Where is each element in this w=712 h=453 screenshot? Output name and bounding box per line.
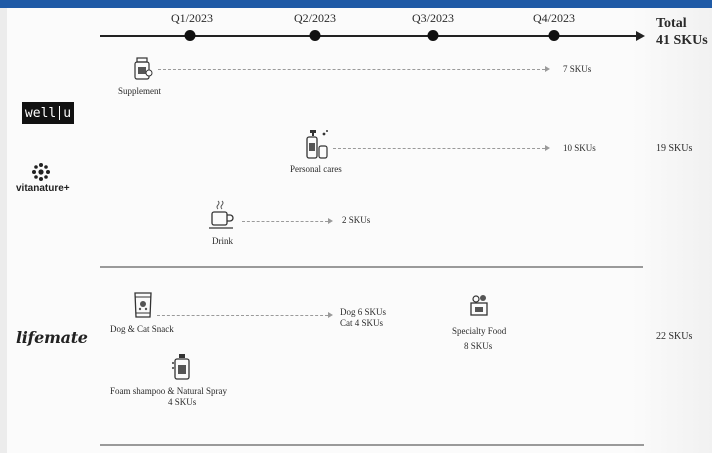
shampoo-bottle-icon bbox=[171, 354, 190, 380]
cat-sku-count: Cat 4 SKUs bbox=[340, 318, 384, 328]
timeline-dot-q4 bbox=[548, 30, 560, 41]
drink-label: Drink bbox=[212, 236, 233, 246]
quarter-label-q3: Q3/2023 bbox=[412, 11, 454, 25]
dog-cat-snack-arrowhead bbox=[328, 312, 333, 318]
timeline-dot-q2 bbox=[309, 30, 321, 41]
pump-bottle-icon bbox=[306, 130, 328, 159]
dog-cat-snack-sku-count: Dog 6 SKUs Cat 4 SKUs bbox=[340, 307, 386, 329]
timeline-dot-q3 bbox=[427, 30, 439, 41]
supplement-label: Supplement bbox=[118, 86, 161, 96]
snack-bag-icon bbox=[134, 292, 152, 318]
total-label: Total bbox=[656, 16, 687, 31]
timeline-axis bbox=[100, 35, 637, 37]
right-shade bbox=[632, 8, 712, 453]
dog-cat-snack-dashed-line bbox=[157, 315, 328, 316]
drink-dashed-line bbox=[242, 221, 328, 222]
personal-cares-sku-count: 10 SKUs bbox=[563, 143, 596, 153]
dog-sku-count: Dog 6 SKUs bbox=[340, 307, 387, 317]
supplement-bottle-icon bbox=[134, 57, 153, 80]
quarter-label-q2: Q2/2023 bbox=[294, 11, 336, 25]
top-accent-bar bbox=[0, 0, 712, 8]
group-total-lifemate: 22 SKUs bbox=[656, 331, 693, 342]
section-divider-1 bbox=[100, 266, 643, 268]
specialty-food-sku-count: 8 SKUs bbox=[464, 341, 493, 351]
left-edge-strip bbox=[0, 8, 7, 453]
personal-cares-dashed-line bbox=[333, 148, 545, 149]
food-box-icon bbox=[470, 295, 488, 316]
drink-arrowhead bbox=[328, 218, 333, 224]
dog-cat-snack-label: Dog & Cat Snack bbox=[110, 324, 174, 334]
drink-sku-count: 2 SKUs bbox=[342, 215, 371, 225]
wellu-logo-divider bbox=[59, 106, 61, 120]
quarter-label-q4: Q4/2023 bbox=[533, 11, 575, 25]
group-total-wellu-vitanature: 19 SKUs bbox=[656, 143, 693, 154]
total-value: 41 SKUs bbox=[656, 33, 708, 48]
wellu-logo-right: u bbox=[63, 105, 72, 121]
supplement-dashed-line bbox=[158, 69, 545, 70]
foam-shampoo-sku-count: 4 SKUs bbox=[168, 397, 197, 407]
total-heading: Total 41 SKUs bbox=[656, 15, 708, 49]
supplement-arrowhead bbox=[545, 66, 550, 72]
supplement-sku-count: 7 SKUs bbox=[563, 64, 592, 74]
coffee-cup-icon bbox=[209, 200, 234, 229]
vitanature-logo-text: vitanature+ bbox=[16, 183, 70, 194]
lifemate-logo: lifemate bbox=[16, 328, 88, 347]
wellu-logo-left: well bbox=[24, 105, 57, 121]
timeline-arrowhead bbox=[636, 31, 645, 41]
specialty-food-label: Specialty Food bbox=[452, 326, 507, 336]
personal-cares-arrowhead bbox=[545, 145, 550, 151]
timeline-dot-q1 bbox=[184, 30, 196, 41]
foam-shampoo-label: Foam shampoo & Natural Spray bbox=[110, 386, 227, 396]
vitanature-flower-icon bbox=[32, 163, 50, 181]
quarter-label-q1: Q1/2023 bbox=[171, 11, 213, 25]
personal-cares-label: Personal cares bbox=[290, 164, 342, 174]
section-divider-2 bbox=[100, 444, 644, 446]
